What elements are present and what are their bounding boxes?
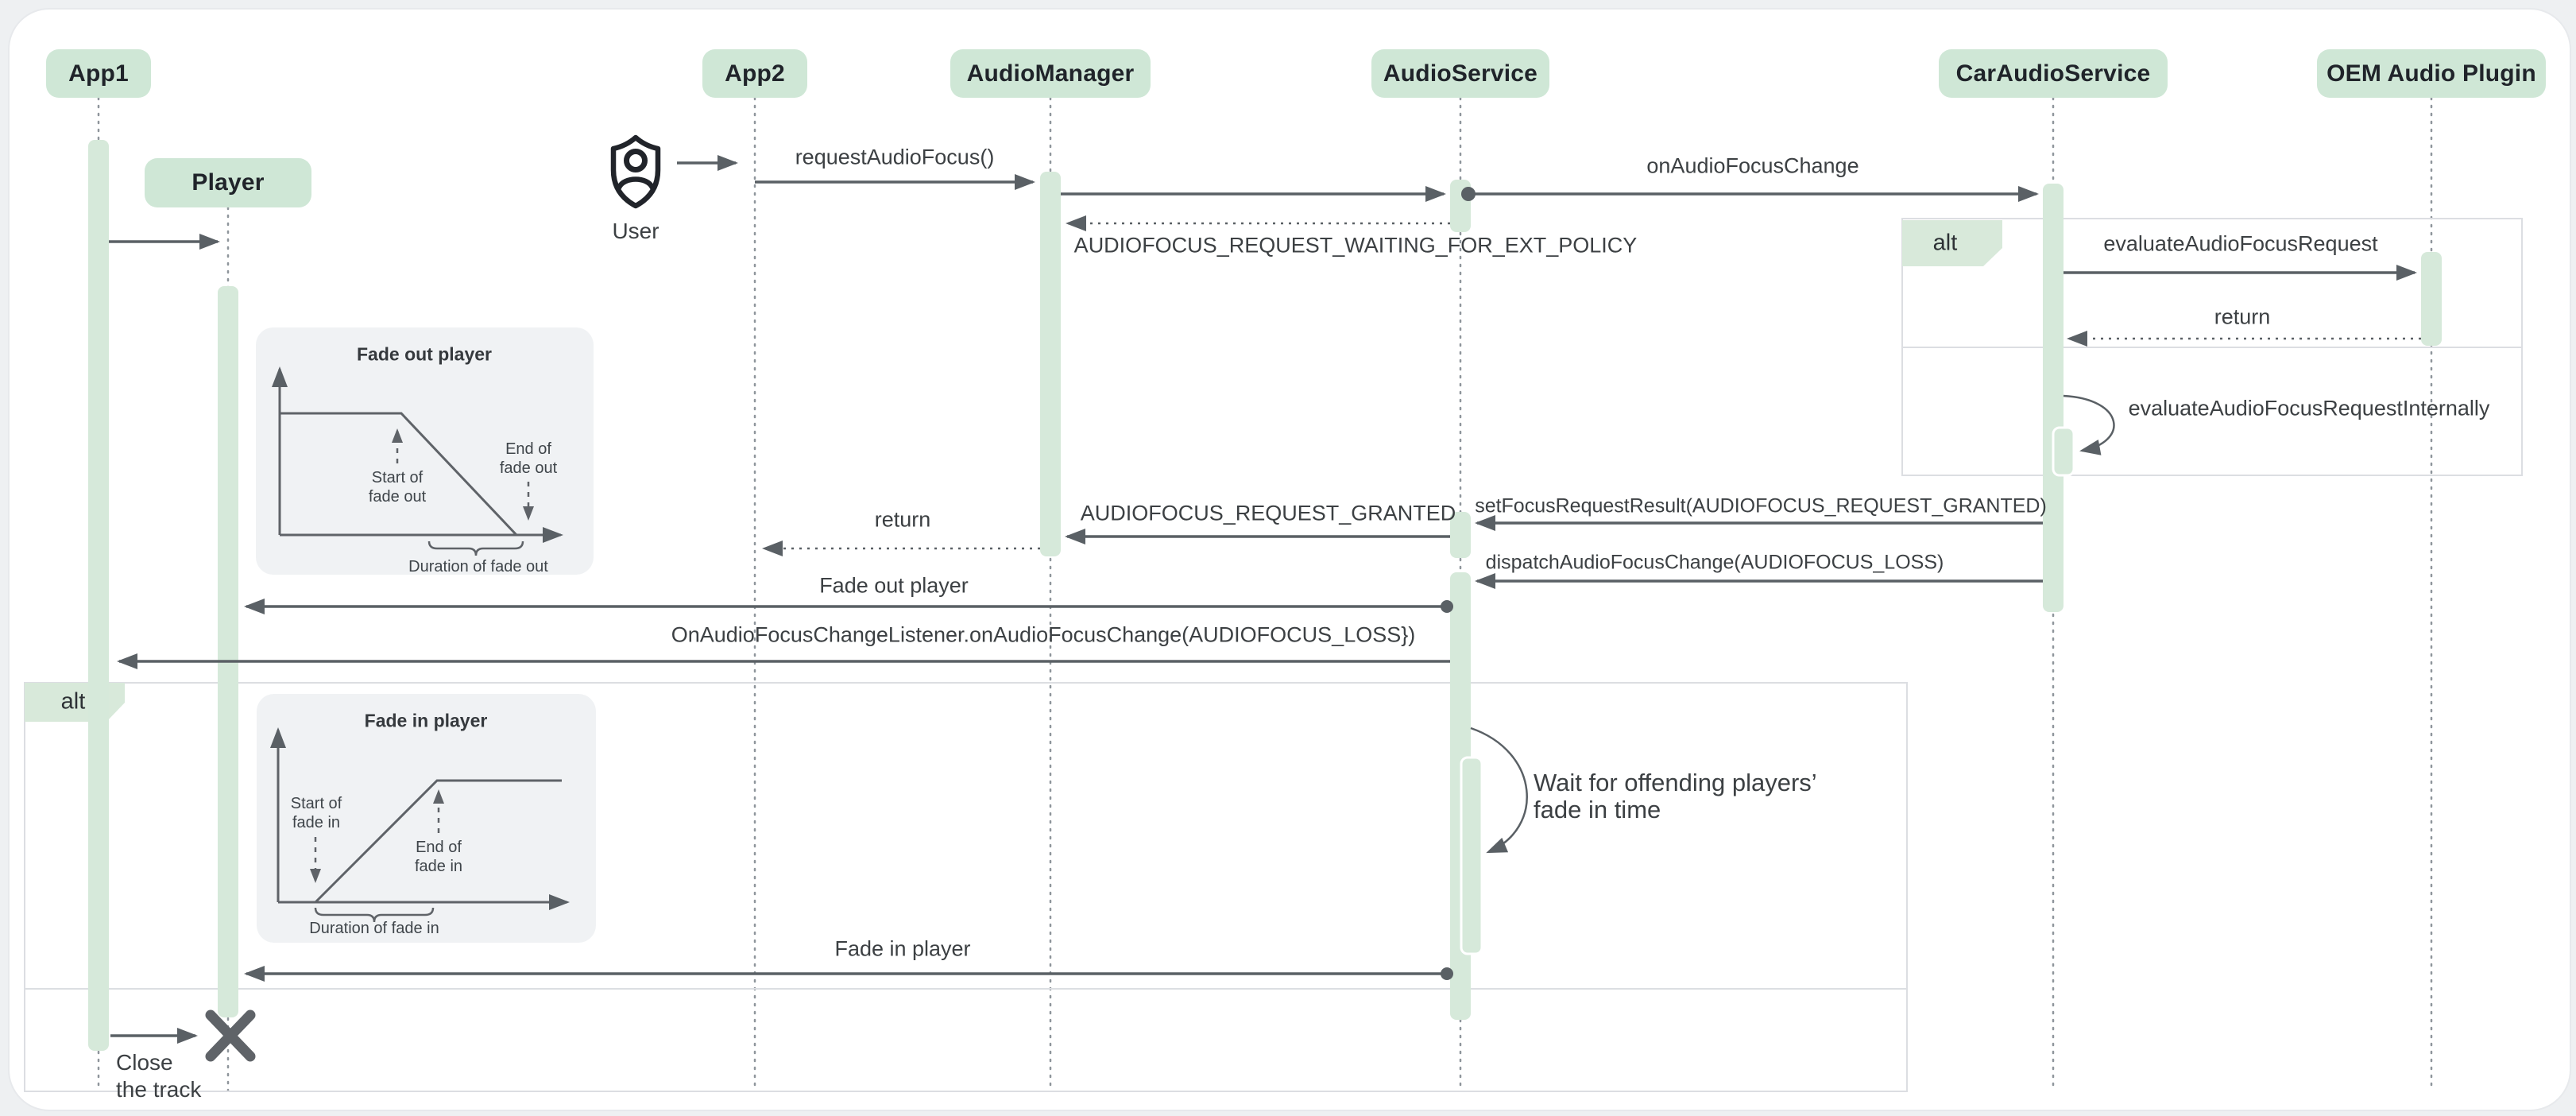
- msg-evaluate-request: evaluateAudioFocusRequest: [2103, 231, 2378, 256]
- note-wait-line2: fade in time: [1534, 796, 1661, 823]
- participant-app2: App2: [702, 49, 807, 98]
- diagram-card: [8, 8, 2571, 1111]
- participant-app1: App1: [46, 49, 151, 98]
- actor-user-label: User: [612, 219, 659, 243]
- participant-player-label: Player: [191, 169, 265, 196]
- fade-in-start-line2: fade in: [292, 814, 341, 831]
- alt-right-label: alt: [1932, 230, 1958, 256]
- msg-return-oem: return: [2214, 304, 2271, 329]
- fade-out-inset-title: Fade out player: [357, 343, 492, 365]
- participant-audiomanager: AudioManager: [950, 49, 1151, 98]
- participant-oem-plugin-label: OEM Audio Plugin: [2327, 60, 2536, 87]
- participant-audioservice: AudioService: [1371, 49, 1549, 98]
- participant-caraudioservice: CarAudioService: [1939, 49, 2168, 98]
- fade-out-end-line1: End of: [505, 440, 551, 458]
- msg-close-line2: the track: [116, 1077, 202, 1102]
- participant-audioservice-label: AudioService: [1383, 60, 1538, 87]
- msg-waiting-ext-policy: AUDIOFOCUS_REQUEST_WAITING_FOR_EXT_POLIC…: [1073, 233, 1638, 258]
- fade-in-inset-title: Fade in player: [364, 710, 488, 731]
- fade-out-duration-label: Duration of fade out: [408, 558, 548, 575]
- msg-fade-out-player: Fade out player: [819, 573, 969, 598]
- msg-dispatch-change: dispatchAudioFocusChange(AUDIOFOCUS_LOSS…: [1485, 551, 1944, 574]
- participant-app1-label: App1: [68, 60, 129, 87]
- msg-on-audio-focus-change: onAudioFocusChange: [1646, 153, 1859, 178]
- msg-request-audio-focus: requestAudioFocus(): [795, 145, 995, 169]
- msg-evaluate-internally: evaluateAudioFocusRequestInternally: [2128, 396, 2490, 420]
- fade-in-end-line2: fade in: [414, 858, 463, 875]
- participant-audiomanager-label: AudioManager: [966, 60, 1135, 87]
- fade-out-start-label: Start of fade out: [369, 468, 426, 506]
- msg-close-the-track: Close the track: [116, 1049, 201, 1103]
- fade-out-start-line2: fade out: [368, 488, 427, 506]
- msg-set-focus-result: setFocusRequestResult(AUDIOFOCUS_REQUEST…: [1475, 494, 2047, 517]
- fade-out-end-line2: fade out: [499, 459, 558, 477]
- participant-player: Player: [145, 158, 311, 207]
- fade-in-end-label: End of fade in: [415, 838, 462, 876]
- participant-oem-plugin: OEM Audio Plugin: [2317, 49, 2546, 98]
- participant-caraudioservice-label: CarAudioService: [1955, 60, 2151, 87]
- fade-out-end-label: End of fade out: [500, 440, 557, 478]
- msg-fade-in-player: Fade in player: [834, 936, 971, 961]
- msg-return-app2: return: [874, 507, 931, 532]
- fade-out-start-line1: Start of: [371, 469, 424, 486]
- msg-focus-change-listener: OnAudioFocusChangeListener.onAudioFocusC…: [671, 622, 1416, 647]
- alt-left-label: alt: [60, 688, 86, 715]
- msg-close-line1: Close: [116, 1050, 173, 1075]
- participant-app2-label: App2: [725, 60, 785, 87]
- note-wait-line1: Wait for offending players’: [1534, 769, 1817, 796]
- fade-in-end-line1: End of: [416, 839, 462, 856]
- fade-in-start-line1: Start of: [290, 795, 342, 812]
- fade-in-duration-label: Duration of fade in: [309, 920, 439, 937]
- fade-in-start-label: Start of fade in: [291, 794, 342, 832]
- msg-request-granted: AUDIOFOCUS_REQUEST_GRANTED: [1080, 501, 1456, 525]
- note-wait-for-fade-in: Wait for offending players’ fade in time: [1534, 769, 1817, 823]
